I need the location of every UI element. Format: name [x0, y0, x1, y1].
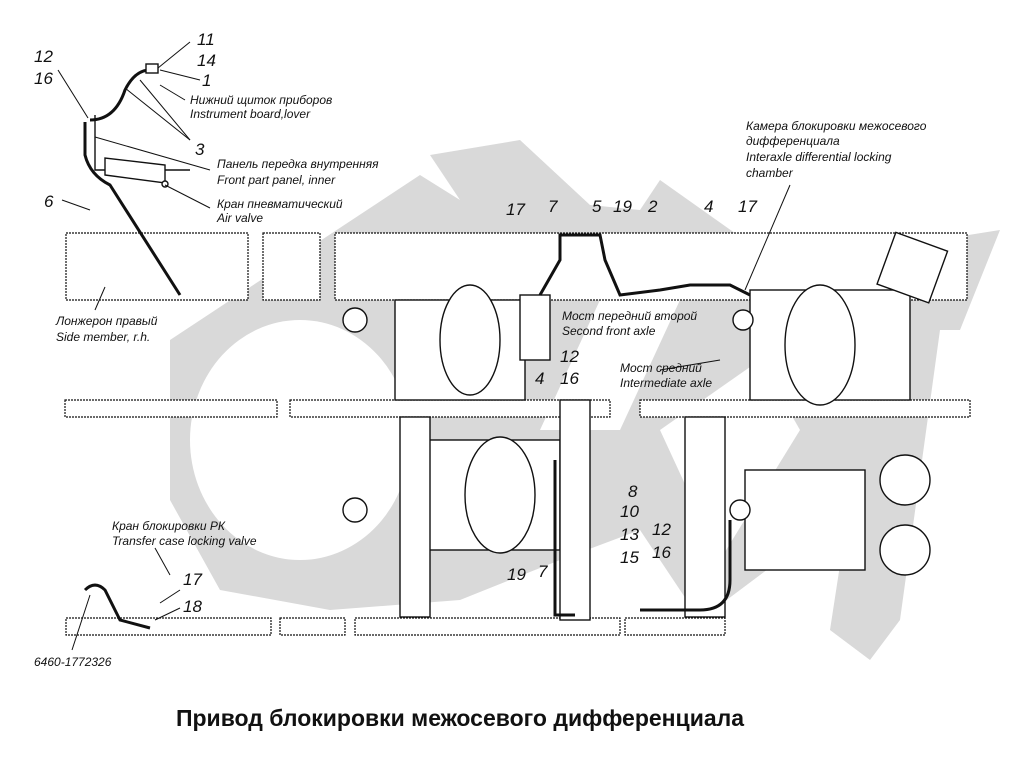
- callout-13: 13: [620, 525, 639, 544]
- callout-11: 11: [197, 30, 215, 49]
- callout-17: 17: [506, 200, 525, 219]
- label-side-member-ru: Лонжерон правый: [55, 314, 158, 328]
- label-instrument-board-ru: Нижний щиток приборов: [190, 93, 332, 107]
- callout-numbers: 11 14 1 12 16 3 6 17 7 5 19 2 4 17 12 16…: [34, 30, 757, 616]
- air-lines: [83, 233, 751, 630]
- label-side-member-en: Side member, r.h.: [56, 330, 150, 344]
- label-air-valve-ru: Кран пневматический: [217, 197, 343, 211]
- label-air-valve-en: Air valve: [216, 211, 263, 225]
- callout-17: 17: [738, 197, 757, 216]
- part-labels: Нижний щиток приборов Instrument board,l…: [34, 93, 927, 669]
- callout-3: 3: [195, 140, 205, 159]
- callout-8: 8: [628, 482, 638, 501]
- callout-6: 6: [44, 192, 54, 211]
- callout-19: 19: [507, 565, 526, 584]
- side-member-rail: [64, 232, 971, 636]
- intermediate-axle: [732, 231, 949, 406]
- lower-axles: [342, 399, 931, 621]
- part-number: 6460-1772326: [34, 655, 112, 669]
- label-tc-valve-en: Transfer case locking valve: [112, 534, 257, 548]
- callout-2: 2: [647, 197, 658, 216]
- callout-7: 7: [538, 562, 548, 581]
- second-front-axle: [342, 284, 551, 401]
- label-chamber-ru-1: Камера блокировки межосевого: [746, 119, 927, 133]
- label-second-axle-en: Second front axle: [562, 324, 656, 338]
- callout-12: 12: [652, 520, 671, 539]
- callout-5: 5: [592, 197, 602, 216]
- callout-4: 4: [704, 197, 713, 216]
- label-front-panel-ru: Панель передка внутренняя: [217, 157, 379, 171]
- label-second-axle-ru: Мост передний второй: [562, 309, 697, 323]
- callout-18: 18: [183, 597, 202, 616]
- callout-14: 14: [197, 51, 216, 70]
- label-intermediate-axle-en: Intermediate axle: [620, 376, 712, 390]
- callout-16: 16: [34, 69, 53, 88]
- label-chamber-en-2: chamber: [746, 166, 794, 180]
- callout-17: 17: [183, 570, 202, 589]
- leader-lines: [57, 41, 791, 651]
- callout-12: 12: [34, 47, 53, 66]
- label-intermediate-axle-ru: Мост средний: [620, 361, 702, 375]
- callout-12: 12: [560, 347, 579, 366]
- callout-4: 4: [535, 369, 544, 388]
- label-instrument-board-en: Instrument board,lover: [190, 107, 311, 121]
- callout-16: 16: [560, 369, 579, 388]
- callout-16: 16: [652, 543, 671, 562]
- air-valve-assembly: [83, 63, 190, 296]
- callout-7: 7: [548, 197, 558, 216]
- diagram-title: Привод блокировки межосевого дифференциа…: [175, 705, 745, 731]
- callout-1: 1: [202, 71, 211, 90]
- label-chamber-en-1: Interaxle differential locking: [746, 150, 892, 164]
- label-chamber-ru-2: дифференциала: [746, 134, 840, 148]
- callout-19: 19: [613, 197, 632, 216]
- callout-10: 10: [620, 502, 639, 521]
- label-front-panel-en: Front part panel, inner: [217, 173, 336, 187]
- label-tc-valve-ru: Кран блокировки РК: [112, 519, 226, 533]
- callout-15: 15: [620, 548, 639, 567]
